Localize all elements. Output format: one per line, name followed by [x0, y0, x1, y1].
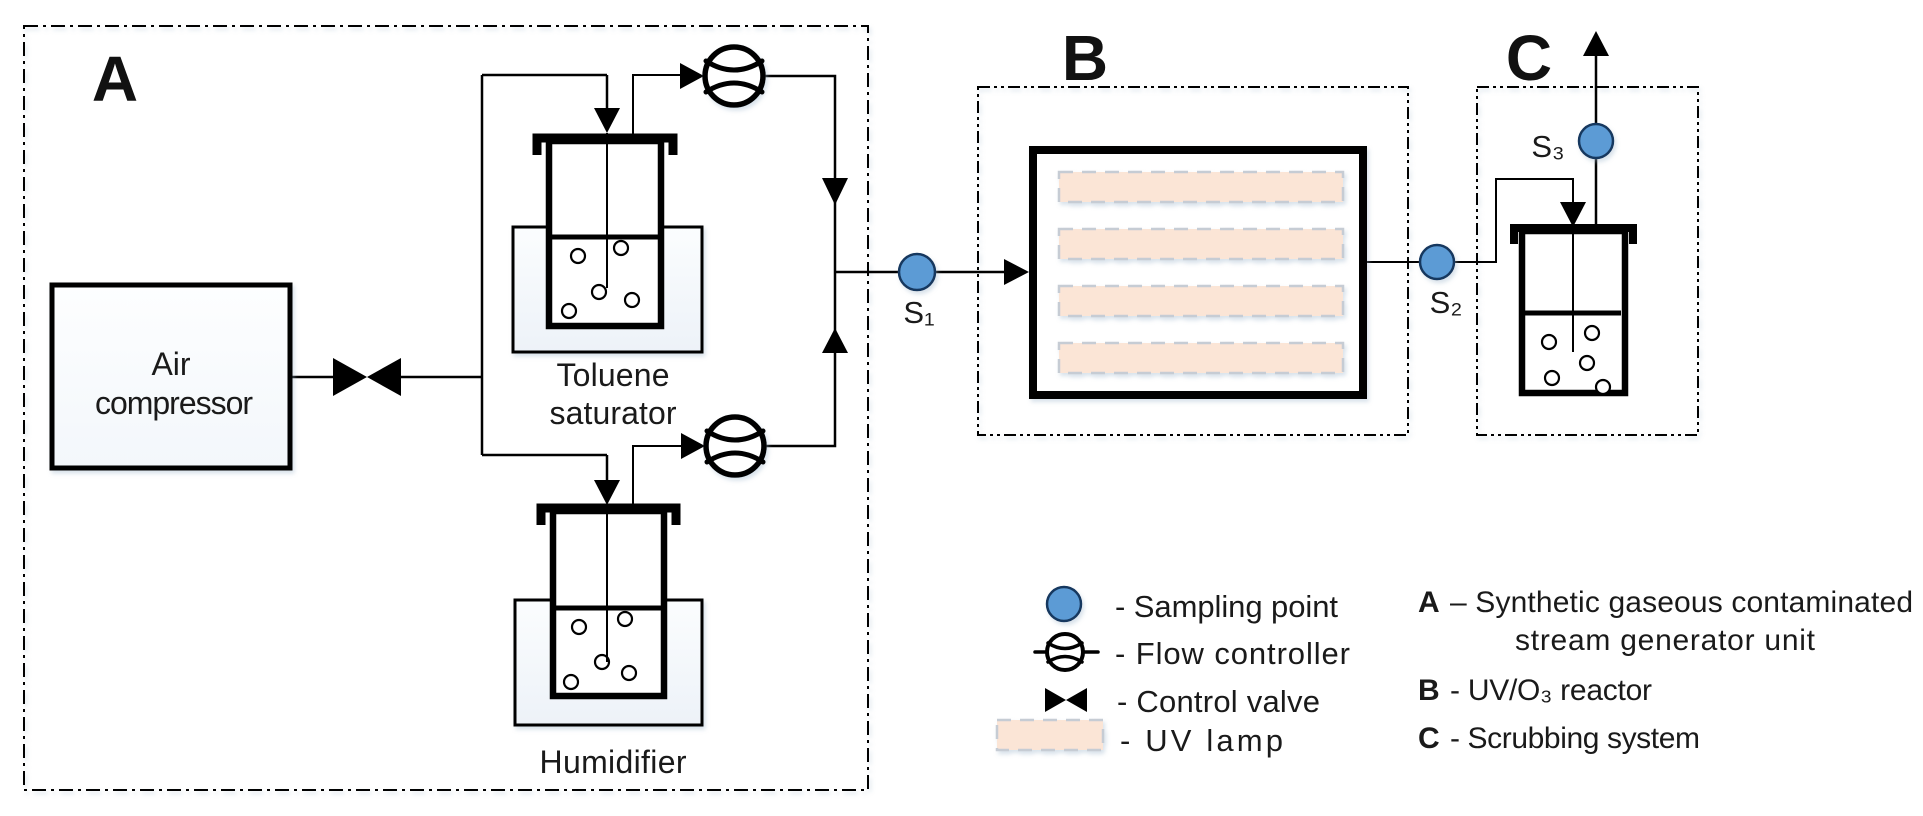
legend-control-valve-label: - Control valve	[1117, 684, 1320, 719]
legend-control-valve-icon	[1045, 688, 1087, 712]
scrubber	[1510, 224, 1637, 397]
s1-circle	[897, 252, 937, 292]
air-compressor-label-line2: compressor	[95, 385, 253, 421]
arrow-into-scrubber	[1560, 202, 1586, 227]
s2-circle	[1418, 243, 1456, 281]
s3-circle	[1577, 122, 1615, 160]
uv-lamp-4	[1057, 341, 1345, 375]
legend-sampling-point-icon	[1045, 585, 1083, 623]
s1-label: S₁	[903, 295, 934, 330]
legend-flow-controller-icon	[1033, 632, 1100, 672]
legend-uv-lamp-label: - UV lamp	[1120, 723, 1283, 758]
control-valve	[333, 358, 401, 396]
arrow-exhaust-out	[1583, 31, 1609, 56]
arrow-to-flow-controller-2	[681, 433, 705, 459]
s3-label: S₃	[1531, 129, 1564, 164]
sampling-point-s2: S₂	[1418, 243, 1463, 320]
humidifier-beaker	[549, 507, 668, 700]
section-a-label: A	[92, 43, 138, 115]
flow-controller-1	[702, 44, 766, 108]
arrow-down-to-junction	[822, 178, 848, 205]
section-a-box	[23, 25, 869, 791]
key-b-text: - UV/O₃ reactor	[1450, 674, 1652, 707]
s2-label: S₂	[1430, 285, 1463, 320]
key-a-letter: A	[1418, 586, 1440, 619]
legend-flow-controller-label: - Flow controller	[1115, 636, 1350, 671]
key-a-text: – Synthetic gaseous contaminated	[1450, 586, 1913, 619]
key-a-text-line2: stream generator unit	[1515, 624, 1816, 657]
arrow-up-to-junction	[822, 328, 848, 353]
uv-lamp-1	[1057, 170, 1345, 204]
legend-uv-lamp-icon	[995, 718, 1105, 752]
arrow-into-humidifier	[594, 480, 620, 505]
key-c-letter: C	[1418, 722, 1440, 755]
arrow-into-reactor	[1004, 259, 1029, 285]
humidifier: Humidifier	[513, 503, 704, 780]
section-b-label: B	[1062, 22, 1108, 94]
arrow-into-toluene-saturator	[594, 108, 620, 133]
legend-sampling-point-label: - Sampling point	[1115, 589, 1338, 624]
air-compressor: Air compressor	[49, 282, 293, 471]
sampling-point-s3: S₃	[1531, 122, 1615, 164]
toluene-saturator-label-line2: saturator	[550, 395, 677, 431]
air-compressor-box	[49, 282, 293, 471]
piping	[290, 56, 1598, 585]
uv-lamp-2	[1057, 227, 1345, 261]
key-b-letter: B	[1418, 674, 1440, 707]
humidifier-label: Humidifier	[540, 744, 687, 780]
toluene-beaker	[545, 137, 665, 330]
section-key: A – Synthetic gaseous contaminated strea…	[1418, 586, 1913, 755]
arrow-to-flow-controller-1	[680, 63, 704, 89]
key-c-text: - Scrubbing system	[1450, 722, 1700, 755]
uv-lamp-3	[1057, 284, 1345, 318]
section-c-label: C	[1506, 22, 1552, 94]
toluene-saturator: Toluene saturator	[511, 133, 704, 431]
flow-arrows	[594, 31, 1609, 505]
symbol-legend: - Sampling point - Flow controller - Con…	[995, 585, 1350, 758]
flow-controller-2	[703, 414, 767, 478]
air-compressor-label-line1: Air	[151, 346, 190, 382]
uv-reactor	[1029, 146, 1367, 399]
toluene-saturator-label-line1: Toluene	[557, 357, 670, 393]
sampling-point-s1: S₁	[897, 252, 937, 330]
